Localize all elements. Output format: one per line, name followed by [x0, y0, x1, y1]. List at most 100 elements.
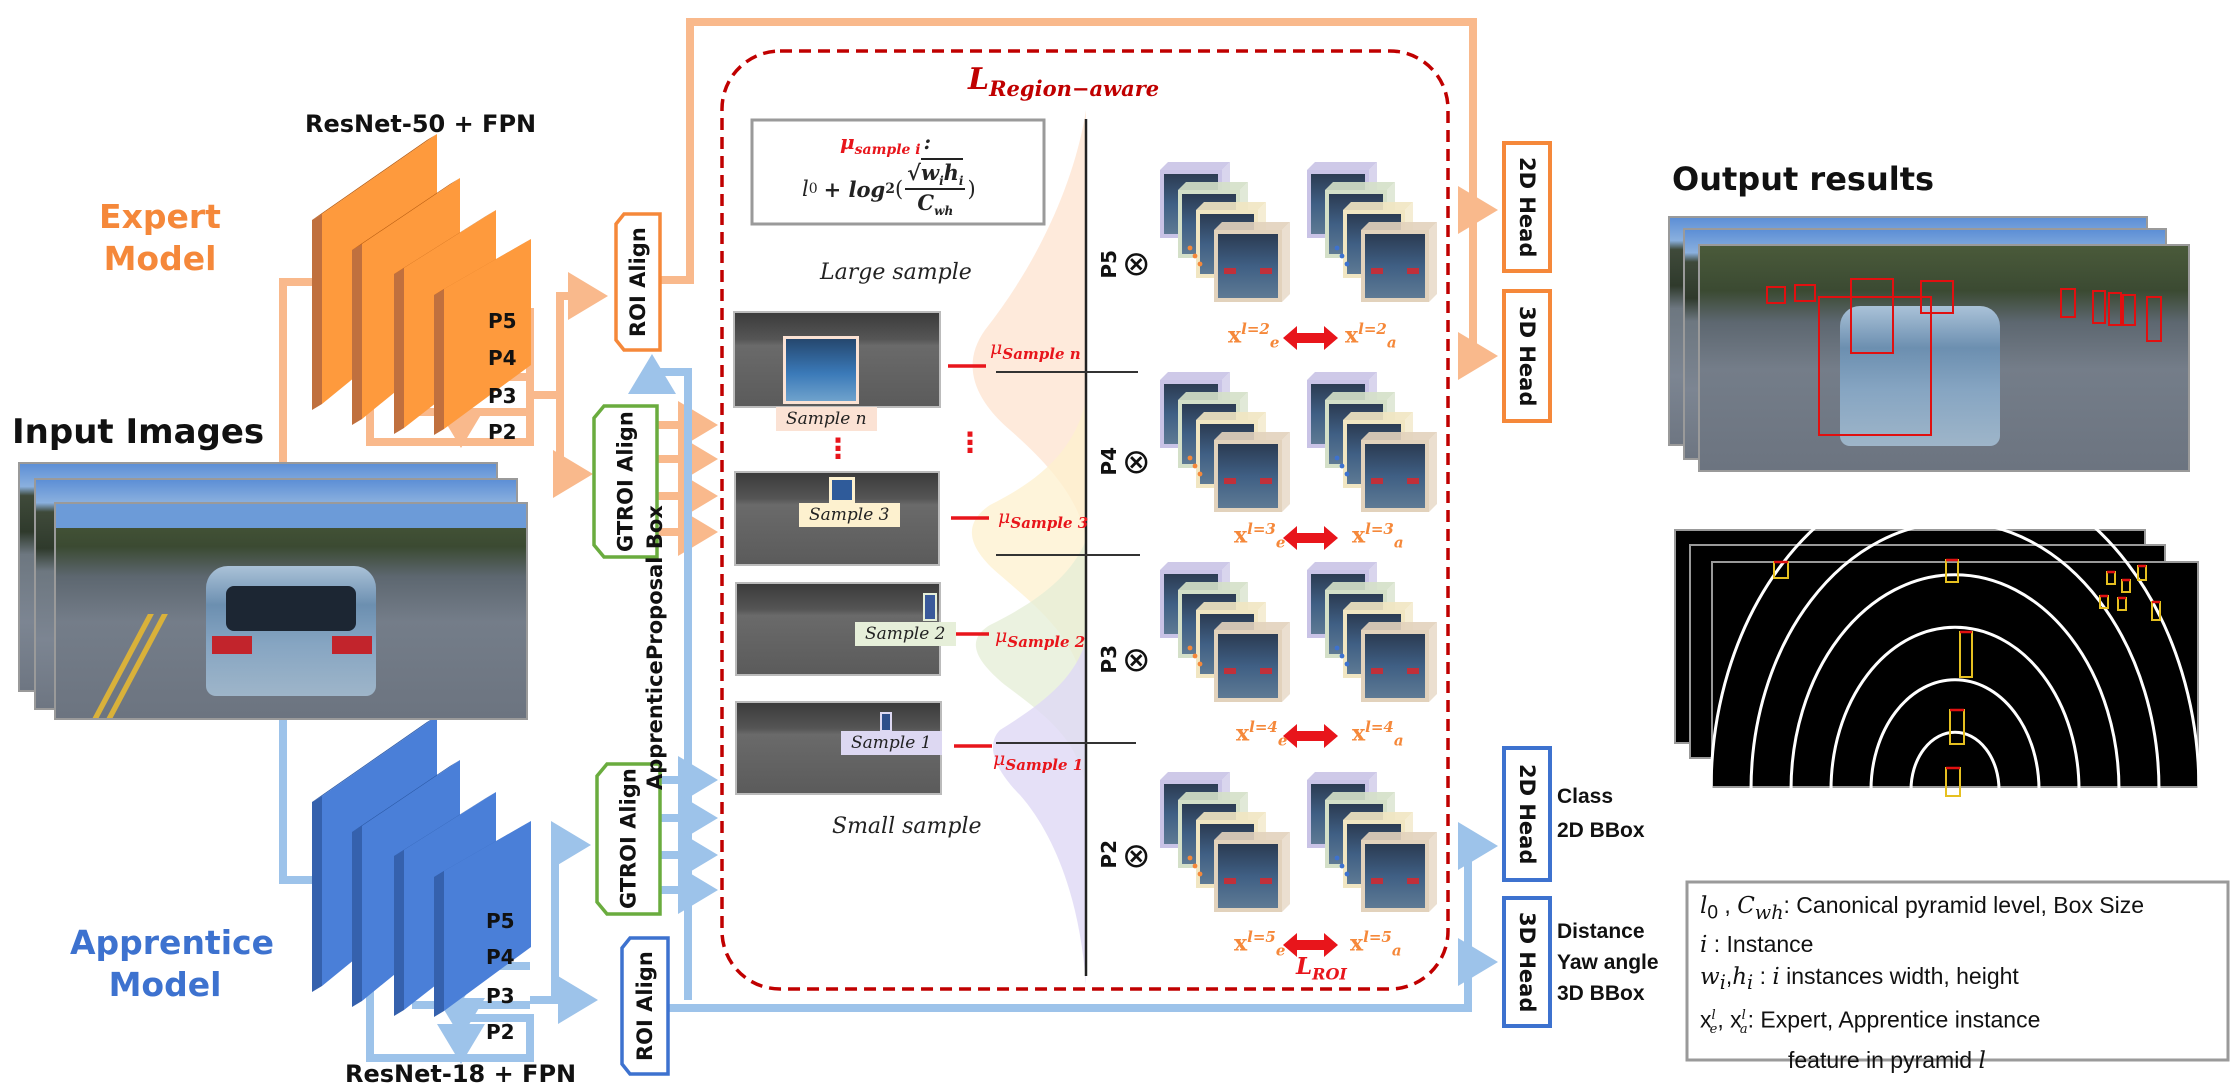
expert-slab-4: [434, 239, 531, 435]
formula-log: + log: [823, 176, 886, 202]
num-i1: i: [939, 174, 944, 189]
apprentice-fpn-pyramid: [312, 716, 531, 1017]
x-glyph: x: [1352, 720, 1366, 747]
sample-n-tag: Sample n: [776, 407, 877, 431]
curve-sample-1: [992, 640, 1086, 985]
expert-feature-stack-p4: [1160, 372, 1290, 512]
expert-feature-stack-p2: [1160, 772, 1290, 912]
x-sup: l=4: [1249, 718, 1278, 736]
x-glyph: x: [1234, 930, 1248, 957]
apprentice-roi-align-label[interactable]: ROI Align: [633, 951, 657, 1061]
den-c: C: [917, 190, 935, 216]
sym-l: l: [1700, 893, 1708, 919]
mu-sample-1: μSample 1: [993, 748, 1083, 774]
title-main: L: [968, 62, 990, 97]
sym-l-sub: 0: [1707, 902, 1719, 924]
sym-c-sub: wh: [1754, 900, 1784, 924]
mu-main: μ: [840, 130, 855, 154]
x-glyph: x: [1352, 522, 1366, 549]
den-sub: wh: [934, 204, 954, 219]
x-sub: e: [1277, 731, 1288, 750]
level-label-p2: P2: [1097, 840, 1121, 869]
apprentice-level-p4: P4: [486, 945, 515, 969]
sym-h: h: [1732, 963, 1748, 990]
legend: l0 , Cwh: Canonical pyramid level, Box S…: [1700, 890, 2144, 1077]
mu-sub: Sample 1: [1005, 755, 1084, 774]
xa-level-3: xl=3a: [1352, 520, 1404, 552]
expert-level-p2: P2: [488, 420, 517, 444]
mu-ticks: [948, 364, 992, 748]
level-label-p4: P4: [1097, 447, 1121, 476]
x-sub: a: [1393, 533, 1404, 552]
otimes-icon-p3: ⊗: [1122, 641, 1151, 679]
x-sub: e: [1275, 941, 1286, 960]
sample-1-tag: Sample 1: [841, 731, 942, 755]
sym-xe-sup: l: [1711, 1008, 1716, 1024]
bev-range-arc-4: [1789, 573, 2121, 791]
bev-range-arc-3: [1829, 625, 2081, 791]
apprentice-2d-head-box: [1502, 746, 1552, 882]
xa-level-2: xl=2a: [1345, 320, 1397, 352]
expert-roi-align-label[interactable]: ROI Align: [626, 227, 650, 337]
output-yaw-angle: Yaw angle: [1557, 951, 1659, 974]
mu-glyph: μ: [993, 748, 1006, 770]
double-arrow-level-5: [1283, 933, 1338, 957]
expert-3d-head-label[interactable]: 3D Head: [1515, 305, 1539, 407]
sym-w-sub: i: [1719, 971, 1726, 995]
x-glyph: x: [1234, 522, 1248, 549]
gt-line2: ROI Align: [616, 768, 641, 879]
mu-sample-3: μSample 3: [998, 506, 1088, 532]
apprentice-model-line1: Apprentice: [70, 923, 274, 962]
apprentice-level-p5: P5: [486, 909, 515, 933]
gt-line1: GT: [616, 878, 641, 910]
expert-level-p3: P3: [488, 384, 517, 408]
gt-line2: ROI Align: [613, 411, 638, 521]
sym-xa-sub: a: [1739, 1022, 1748, 1038]
x-sub: e: [1269, 333, 1280, 352]
legend-line-pyramid: feature in pyramid l: [1700, 1045, 2144, 1077]
apprentice-model-label: Apprentice Model: [70, 922, 274, 1006]
x-sub: a: [1393, 731, 1404, 750]
double-arrow-level-4: [1283, 724, 1338, 748]
apprentice-gt-roi-align-box: [595, 762, 662, 916]
mu-sub: Sample n: [1002, 344, 1081, 363]
expert-feature-stack-p5: [1160, 162, 1290, 302]
x-glyph: x: [1350, 930, 1364, 957]
expert-2d-head-box: [1502, 141, 1552, 273]
legend-text: feature in pyramid: [1788, 1047, 1979, 1074]
apprentice-2d-head-label[interactable]: 2D Head: [1515, 763, 1539, 865]
expert-fpn-pyramid: [312, 134, 531, 435]
x-glyph: x: [1228, 322, 1242, 349]
gt-line1: GT: [613, 520, 638, 552]
legend-box: [1685, 880, 2230, 1062]
x-sub: a: [1391, 941, 1402, 960]
x-sup: l=5: [1363, 928, 1392, 946]
output-distance: Distance: [1557, 920, 1645, 943]
sym-xa-sup: l: [1741, 1008, 1746, 1024]
expert-2d-head-label[interactable]: 2D Head: [1515, 156, 1539, 258]
bev-range-arc-5: [1749, 520, 2161, 791]
sym-xa: x: [1730, 1006, 1742, 1033]
apprentice-level-p3: P3: [486, 984, 515, 1008]
mu-sub: sample i: [854, 142, 921, 158]
region-aware-box: [720, 49, 1450, 991]
mu-sub: Sample 3: [1010, 513, 1089, 532]
x-sup: l=5: [1247, 928, 1276, 946]
x-sub: e: [1275, 533, 1286, 552]
apprentice-feature-stack-p5: [1307, 162, 1437, 302]
bev-result-stack: [1674, 468, 2201, 797]
sym-xe-sub: e: [1709, 1022, 1718, 1038]
apprentice-3d-outputs: Distance Yaw angle 3D BBox: [1557, 916, 1659, 1009]
expert-level-p4: P4: [488, 346, 517, 370]
legend-text: : Expert, Apprentice instance: [1747, 1006, 2041, 1033]
otimes-icon-p4: ⊗: [1122, 443, 1151, 481]
roi-loss-label: LROI: [1296, 953, 1347, 984]
x-sup: l=3: [1247, 520, 1276, 538]
input-images-title: Input Images: [12, 412, 265, 452]
feature-stacks: [1160, 162, 1437, 912]
apprentice-backbone-label: ResNet-18 + FPN: [345, 1060, 577, 1088]
output-class: Class: [1557, 785, 1614, 808]
sym-i: i: [1700, 931, 1708, 958]
apprentice-3d-head-label[interactable]: 3D Head: [1515, 911, 1539, 1013]
expert-roi-align-box: [614, 212, 662, 352]
